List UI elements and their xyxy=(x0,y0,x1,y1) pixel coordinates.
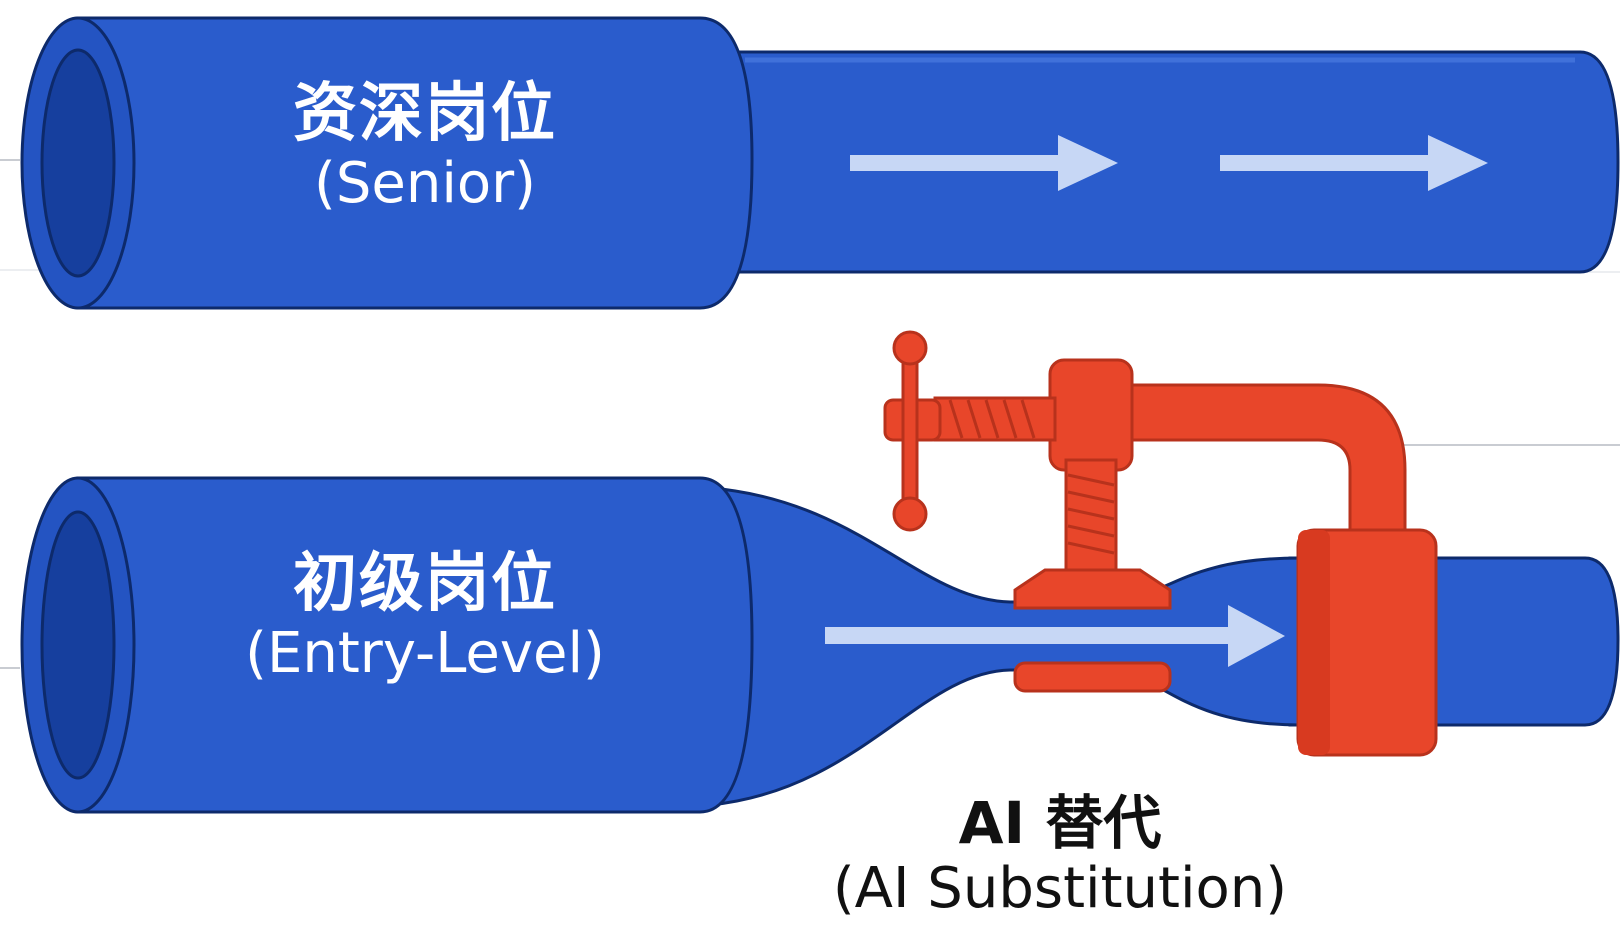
senior-pipe xyxy=(20,16,1620,310)
clamp-handle-knob xyxy=(892,330,928,366)
clamp-caption: AI 替代 (AI Substitution) xyxy=(790,790,1330,921)
clamp-upper-pad xyxy=(1013,568,1172,610)
clamp-handle-knob xyxy=(892,496,928,532)
senior-pipe-opening xyxy=(40,48,116,278)
entry-label-en: (Entry-Level) xyxy=(245,620,605,686)
flow-arrow-icon xyxy=(850,135,1118,191)
entry-pipe-label: 初级岗位 (Entry-Level) xyxy=(190,547,660,686)
entry-pipe-body xyxy=(76,476,754,814)
flow-arrow-icon xyxy=(1220,135,1488,191)
screw-thread xyxy=(1067,473,1115,555)
senior-pipe-narrow-section xyxy=(728,50,1620,274)
clamp-label-en: (AI Substitution) xyxy=(832,855,1288,921)
c-clamp-icon xyxy=(883,330,1438,757)
senior-label-en: (Senior) xyxy=(313,150,537,216)
clamp-collar xyxy=(1048,358,1134,472)
clamp-handle-bar xyxy=(901,348,919,512)
clamp-frame xyxy=(1118,383,1407,547)
clamp-label-cn: AI 替代 xyxy=(958,789,1162,857)
senior-label-cn: 资深岗位 xyxy=(293,77,557,151)
screw-thread xyxy=(948,399,1036,439)
flow-arrow-icon xyxy=(825,605,1285,667)
senior-pipe-body xyxy=(76,16,754,310)
clamp-jaw-shade xyxy=(1298,530,1330,755)
entry-label-cn: 初级岗位 xyxy=(293,547,557,621)
clamp-side-screw xyxy=(933,396,1057,442)
entry-pipe-opening xyxy=(40,510,116,780)
senior-pipe-label: 资深岗位 (Senior) xyxy=(220,77,630,216)
clamp-lower-pad xyxy=(1013,661,1172,693)
entry-pipe-constriction xyxy=(708,486,1302,807)
